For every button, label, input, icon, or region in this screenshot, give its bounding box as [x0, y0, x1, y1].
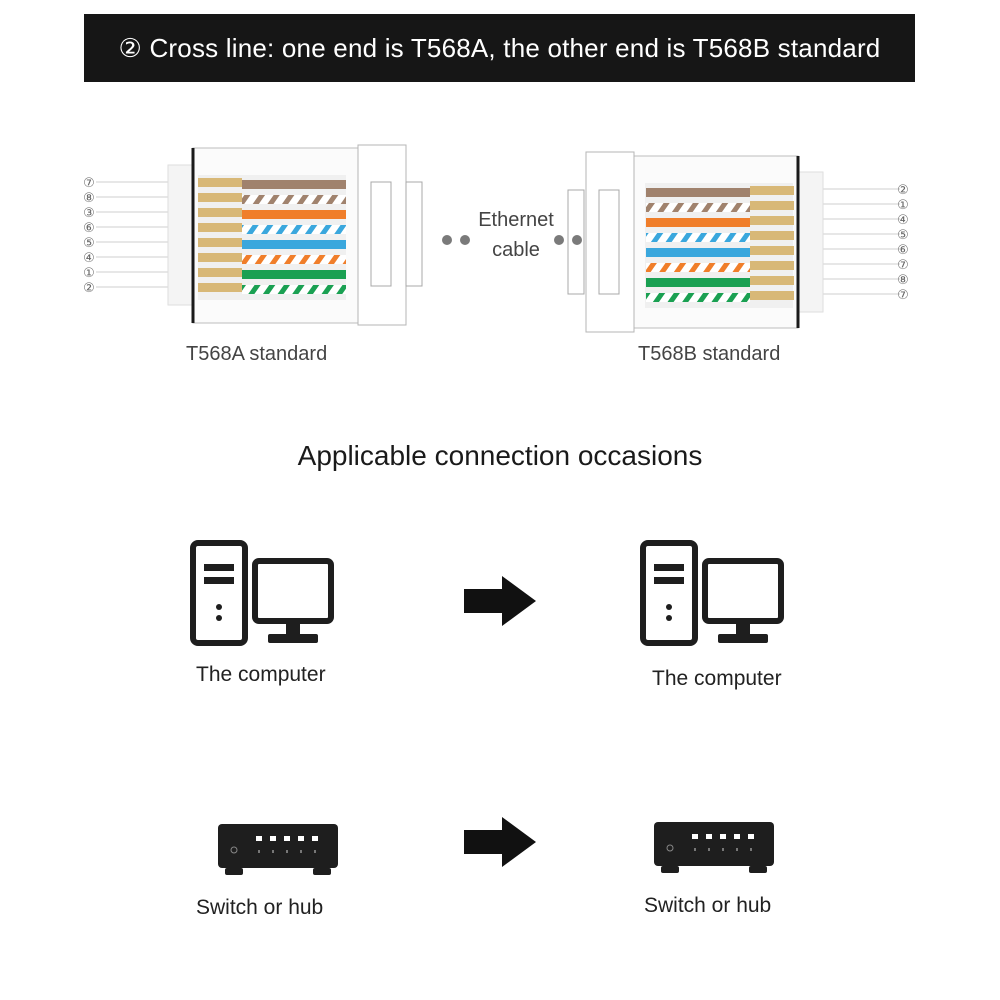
row1-left-label: The computer [196, 663, 326, 686]
pin-number: ⑥ [897, 243, 909, 258]
pin-number: ⑤ [83, 236, 95, 251]
pin-number: ③ [83, 206, 95, 221]
pin-number: ⑧ [83, 191, 95, 206]
pin-number: ⑦ [83, 176, 95, 191]
connector-a-gold-contacts [198, 178, 242, 292]
arrow-right-icon [464, 817, 536, 867]
row2-left-label: Switch or hub [196, 896, 324, 919]
pin-number: ⑦ [897, 288, 909, 303]
row1-right-label: The computer [652, 667, 782, 690]
connector-b-label: T568B standard [638, 343, 781, 365]
connector-a-label: T568A standard [186, 343, 328, 365]
title-banner: ② Cross line: one end is T568A, the othe… [84, 14, 915, 82]
computer-icon [640, 540, 784, 646]
pin-number: ⑥ [83, 221, 95, 236]
ethernet-cable-label: Ethernet cable [466, 205, 566, 265]
connector-b-gold-contacts [750, 186, 794, 300]
computer-icon [190, 540, 334, 646]
pin-number: ⑧ [897, 273, 909, 288]
pin-number: ① [83, 266, 95, 281]
pin-number: ④ [83, 251, 95, 266]
connector-a-plug [96, 144, 423, 326]
switch-icon [218, 824, 338, 875]
pin-number: ⑦ [897, 258, 909, 273]
pin-number: ① [897, 198, 909, 213]
pin-number: ④ [897, 213, 909, 228]
banner-title: ② Cross line: one end is T568A, the othe… [118, 32, 881, 63]
arrow-right-icon [464, 576, 536, 626]
pin-number: ② [897, 183, 909, 198]
pin-number: ② [83, 281, 95, 296]
connector-a-wires [242, 180, 346, 294]
cable-dots [442, 235, 582, 245]
connector-b-plug [567, 151, 900, 333]
switch-icon [654, 822, 774, 873]
ethernet-cable-label-line1: Ethernet [478, 209, 554, 231]
row2-right-label: Switch or hub [644, 894, 772, 917]
ethernet-cable-label-line2: cable [492, 239, 540, 261]
section-title: Applicable connection occasions [297, 440, 703, 471]
pin-number: ⑤ [897, 228, 909, 243]
connector-b-wires [646, 188, 750, 302]
